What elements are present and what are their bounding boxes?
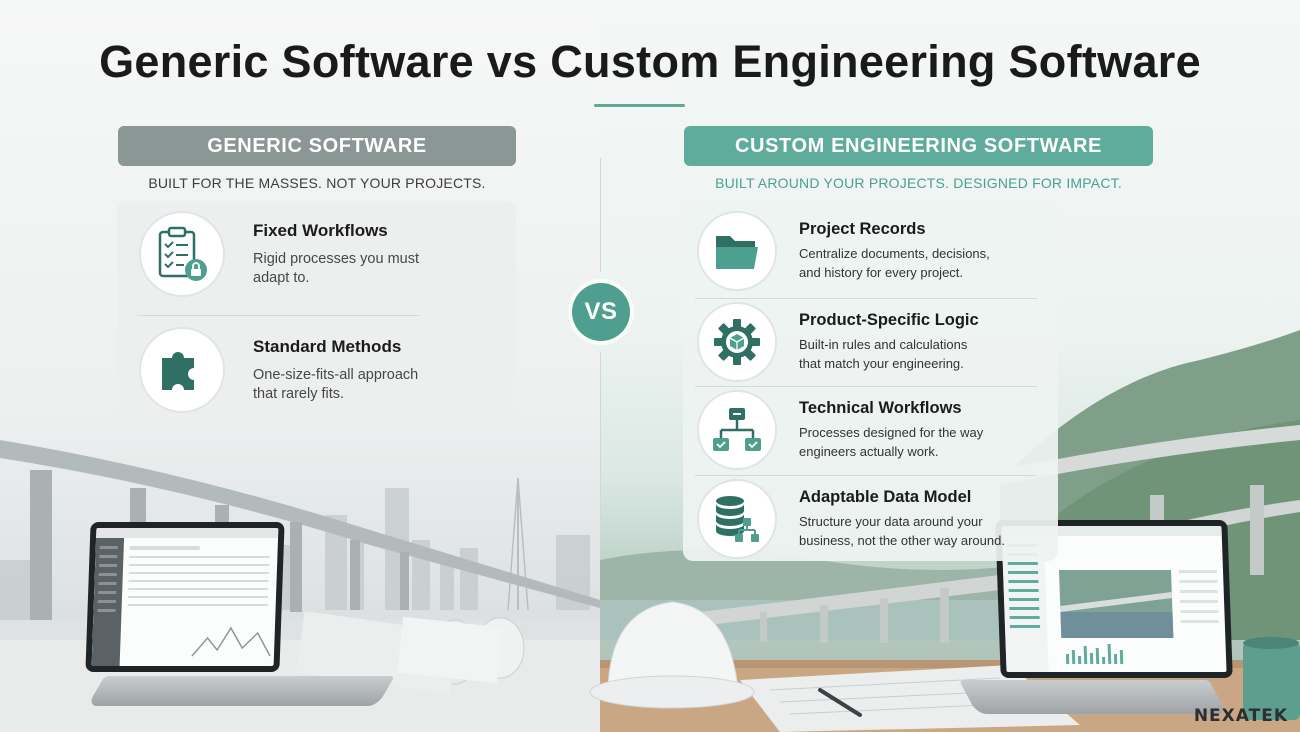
feature-title: Technical Workflows (799, 399, 962, 417)
feature-title: Standard Methods (253, 336, 402, 356)
feature-divider (695, 386, 1037, 387)
puzzle-piece-icon (139, 327, 225, 413)
workflow-icon (697, 390, 777, 470)
feature-title: Fixed Workflows (253, 220, 388, 240)
folder-icon (697, 211, 777, 291)
custom-header: CUSTOM ENGINEERING SOFTWARE (684, 126, 1153, 166)
brand-logo: NEXATEK (1193, 706, 1288, 726)
generic-subtitle: BUILT FOR THE MASSES. NOT YOUR PROJECTS. (148, 175, 486, 191)
page-title: Generic Software vs Custom Engineering S… (99, 36, 1201, 87)
gear-cube-icon (697, 302, 777, 382)
feature-description: Processes designed for the way engineers… (799, 425, 984, 459)
feature-title: Product-Specific Logic (799, 311, 979, 329)
generic-header: GENERIC SOFTWARE (118, 126, 516, 166)
database-icon (697, 479, 777, 559)
vs-badge: VS (572, 283, 630, 341)
center-divider-bottom (600, 352, 601, 548)
feature-description: Structure your data around your business… (799, 514, 1005, 548)
generic-features-card: Fixed Workflows Rigid processes you must… (117, 201, 516, 423)
feature-description: One-size-fits-all approach that rarely f… (253, 366, 419, 402)
feature-technical-workflows: Technical Workflows Processes designed f… (697, 390, 983, 470)
feature-project-records: Project Records Centralize documents, de… (697, 211, 990, 291)
center-divider-top (600, 158, 601, 272)
feature-description: Centralize documents, decisions, and his… (799, 246, 990, 280)
feature-adaptable-data-model: Adaptable Data Model Structure your data… (697, 479, 1005, 559)
feature-description: Built-in rules and calculations that mat… (799, 337, 968, 371)
title-underline (594, 104, 685, 107)
custom-subtitle: BUILT AROUND YOUR PROJECTS. DESIGNED FOR… (715, 175, 1122, 191)
feature-divider (695, 298, 1037, 299)
feature-description: Rigid processes you must adapt to. (253, 250, 420, 286)
feature-standard-methods: Standard Methods One-size-fits-all appro… (139, 327, 418, 413)
custom-features-card: Project Records Centralize documents, de… (683, 201, 1058, 561)
feature-divider (137, 315, 419, 316)
clipboard-lock-icon (139, 211, 225, 297)
feature-title: Project Records (799, 220, 926, 238)
feature-title: Adaptable Data Model (799, 488, 972, 506)
feature-divider (695, 475, 1037, 476)
feature-fixed-workflows: Fixed Workflows Rigid processes you must… (139, 211, 419, 297)
feature-product-specific-logic: Product-Specific Logic Built-in rules an… (697, 302, 979, 382)
